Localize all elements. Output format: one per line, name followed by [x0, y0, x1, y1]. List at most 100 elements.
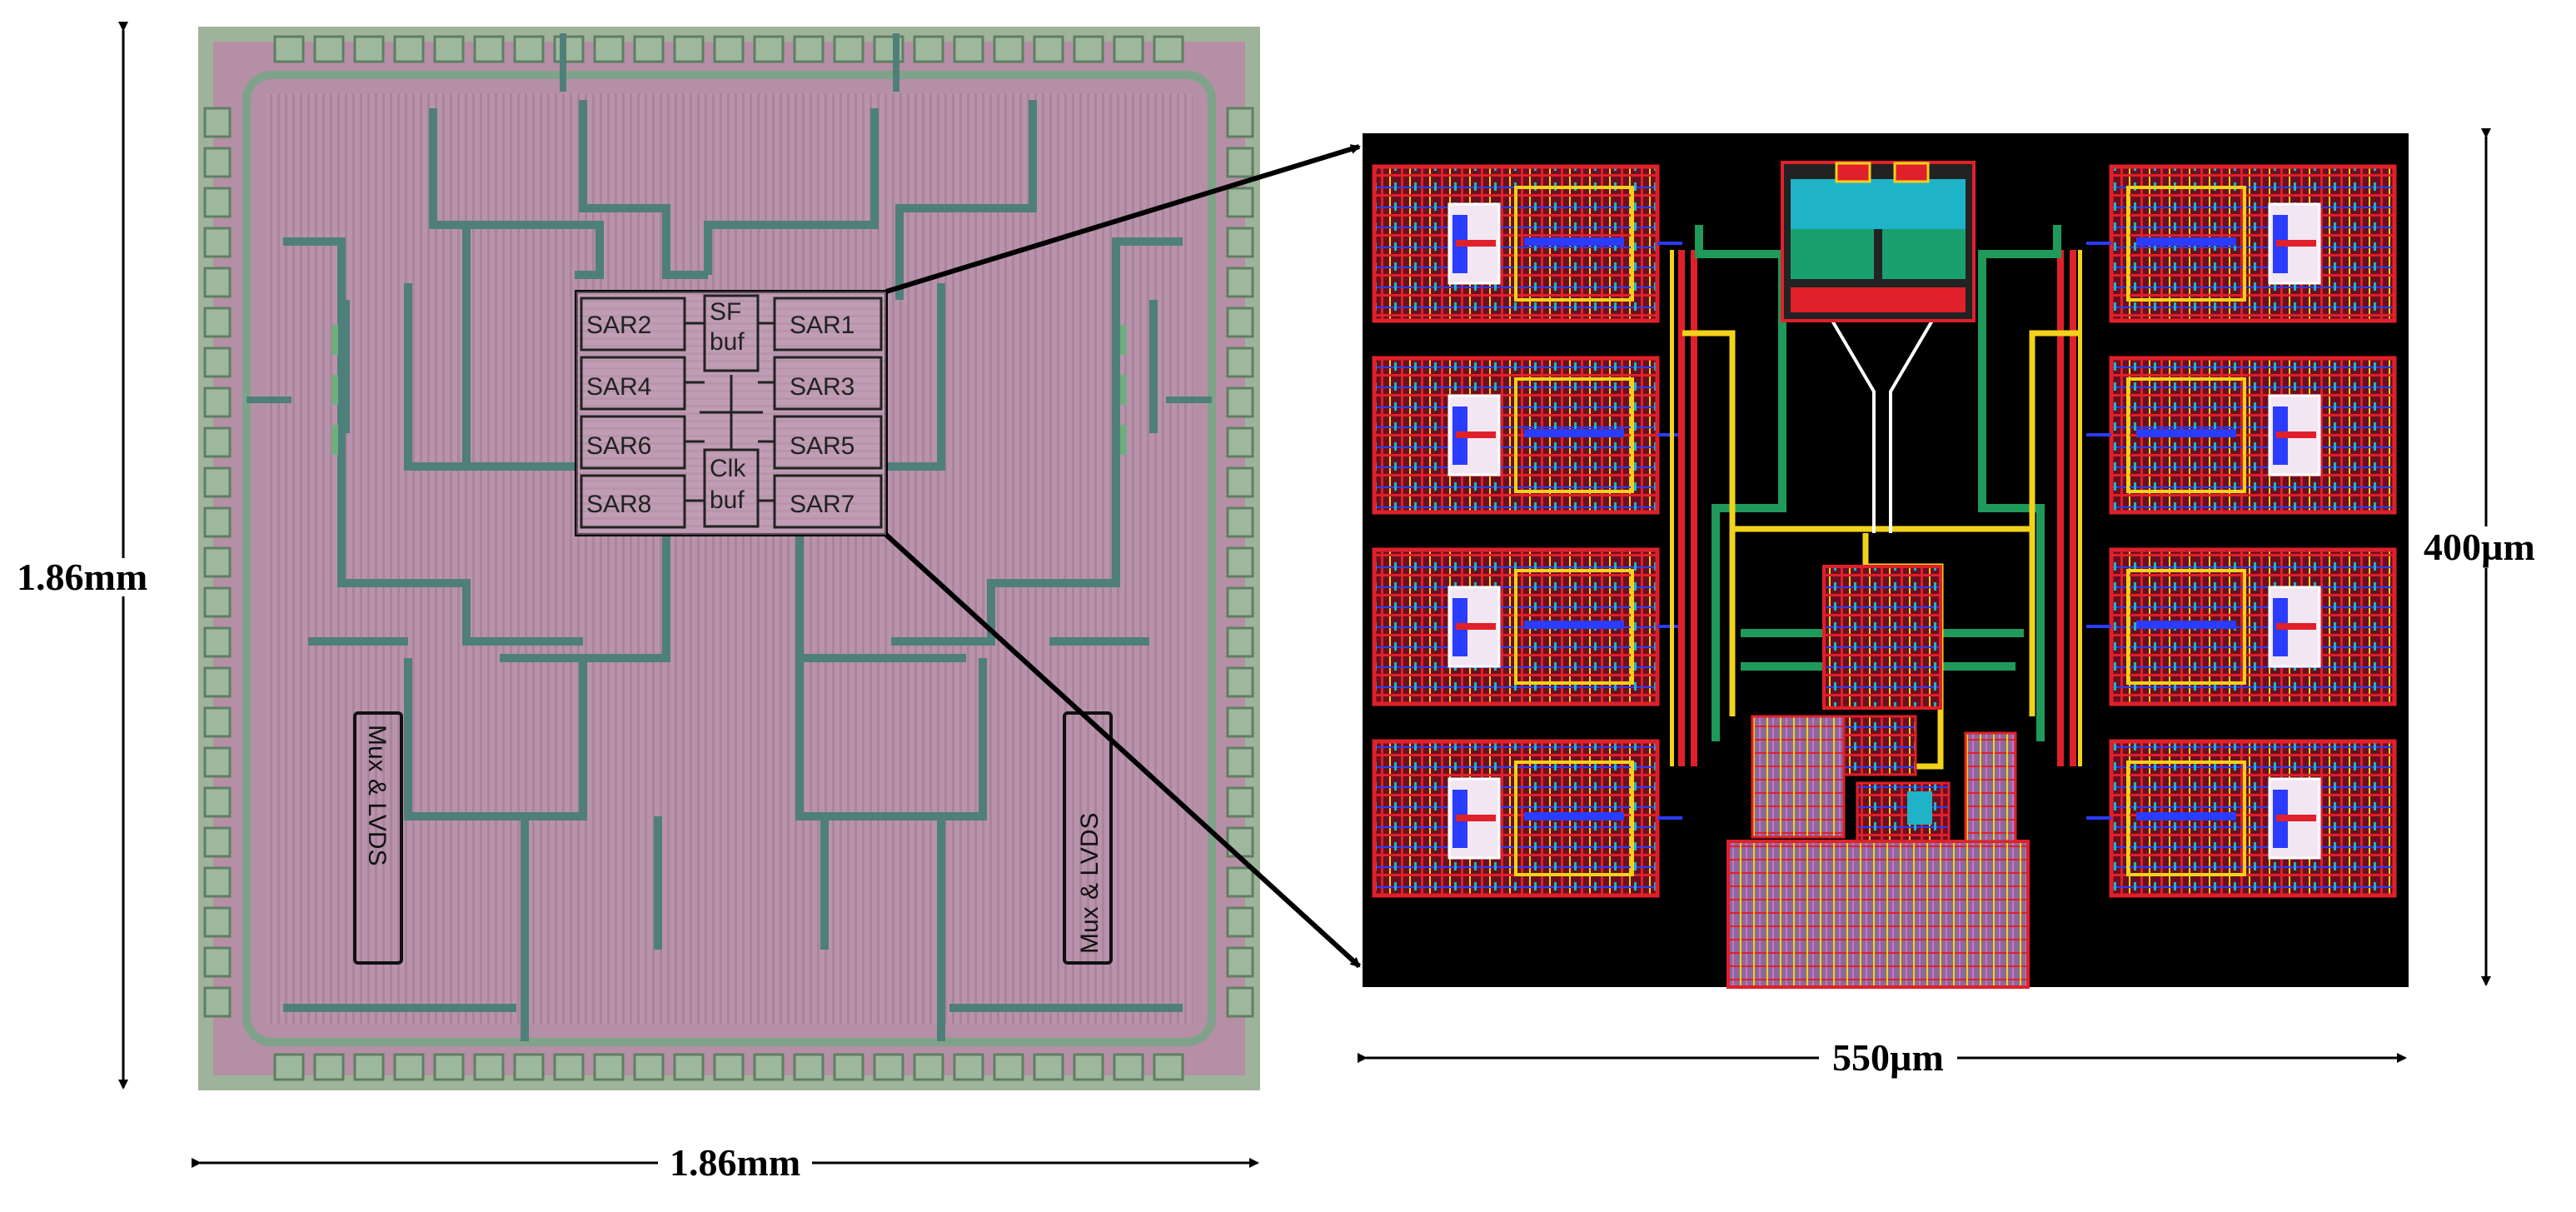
mux-lvds-left-label: Mux & LVDS [363, 725, 391, 866]
io-pad [753, 1053, 785, 1081]
io-pad [1226, 946, 1254, 978]
layout-adc-cell [2086, 164, 2397, 323]
io-pad [913, 1053, 944, 1081]
clk-buf-label-2: buf [710, 486, 745, 514]
io-pad [1033, 1053, 1064, 1081]
io-pad [1226, 586, 1254, 618]
layout-bottom-left-block [1751, 715, 1846, 839]
layout-height-label: 400µm [2424, 526, 2535, 568]
layout-adc-cell [2086, 739, 2397, 898]
layout-adc-cell [1372, 356, 1682, 515]
io-pad [433, 1053, 465, 1081]
io-pad [203, 786, 232, 818]
io-pad [203, 986, 232, 1018]
io-pad [203, 906, 232, 938]
io-pad [203, 267, 232, 298]
die-photo [198, 27, 1260, 1090]
layout-adc-cell [1372, 739, 1682, 898]
io-pad [1226, 347, 1254, 378]
io-pad [1073, 1053, 1104, 1081]
sar-label: SAR1 [790, 312, 855, 339]
io-pad [1153, 35, 1184, 63]
layout-center-block [1822, 565, 1942, 710]
io-pad [913, 35, 944, 63]
io-pad [993, 1053, 1024, 1081]
io-pad [313, 1053, 345, 1081]
io-pad [1226, 267, 1254, 298]
io-pad [203, 147, 232, 178]
layout-view [1363, 133, 2409, 989]
io-pad [353, 1053, 385, 1081]
mux-lvds-left-box [353, 711, 403, 965]
io-pad [673, 1053, 705, 1081]
die-height-label: 1.86mm [17, 556, 148, 598]
green-bars [331, 325, 1127, 455]
io-pad [1226, 387, 1254, 418]
layout-adc-cell [2086, 356, 2397, 515]
io-pad [833, 1053, 864, 1081]
io-pad [203, 187, 232, 218]
io-pad [203, 546, 232, 578]
layout-fork [1831, 319, 1934, 533]
io-pad [1226, 986, 1254, 1018]
io-pad [593, 35, 625, 63]
io-pad [1226, 307, 1254, 338]
io-pad [1226, 187, 1254, 218]
io-pad [473, 35, 505, 63]
io-pad [273, 35, 305, 63]
io-pad [203, 706, 232, 738]
io-pad [203, 666, 232, 698]
io-pad [1226, 147, 1254, 178]
io-pad [873, 1053, 904, 1081]
layout-bus [2070, 250, 2076, 766]
io-pad [1226, 426, 1254, 458]
io-pad [713, 35, 745, 63]
io-pad [793, 1053, 825, 1081]
layout-adc-cell [2086, 547, 2397, 706]
io-pads [203, 35, 1254, 1081]
io-pad [1073, 35, 1104, 63]
io-pad [953, 1053, 984, 1081]
io-pad [513, 1053, 545, 1081]
layout-cells [1372, 164, 2397, 898]
io-pad [793, 35, 825, 63]
io-pad [1033, 35, 1064, 63]
io-pad [393, 35, 425, 63]
sar-label: SAR2 [586, 312, 651, 339]
zoom-arrow-top [885, 144, 1361, 294]
io-pad [273, 1053, 305, 1081]
io-pad [1226, 866, 1254, 898]
io-pad [203, 466, 232, 498]
io-pad [473, 1053, 505, 1081]
sf-buf-label-2: buf [710, 328, 745, 356]
io-pad [993, 35, 1024, 63]
io-pad [203, 586, 232, 618]
layout-bus [1670, 250, 1674, 766]
io-pad [313, 35, 345, 63]
io-pad [633, 35, 665, 63]
io-pad [203, 506, 232, 538]
io-pad [1226, 906, 1254, 938]
mux-lvds-right-label: Mux & LVDS [1076, 813, 1104, 955]
io-pad [433, 35, 465, 63]
io-pad [553, 1053, 585, 1081]
io-pad [1113, 35, 1144, 63]
sar-label: SAR6 [586, 432, 651, 460]
sf-buf-box [703, 294, 760, 372]
layout-bus [1691, 250, 1697, 766]
die-side-stubs [247, 33, 1212, 403]
io-pad [513, 35, 545, 63]
io-pad [1226, 746, 1254, 778]
io-pad [953, 35, 984, 63]
io-pad [593, 1053, 625, 1081]
io-pad [203, 426, 232, 458]
io-pad [1226, 666, 1254, 698]
layout-width-label: 550µm [1819, 1039, 1957, 1077]
io-pad [353, 35, 385, 63]
die-core [267, 93, 1193, 1025]
io-pad [203, 866, 232, 898]
layout-bottom-block [1726, 840, 2030, 989]
sar-boxes [580, 297, 883, 529]
